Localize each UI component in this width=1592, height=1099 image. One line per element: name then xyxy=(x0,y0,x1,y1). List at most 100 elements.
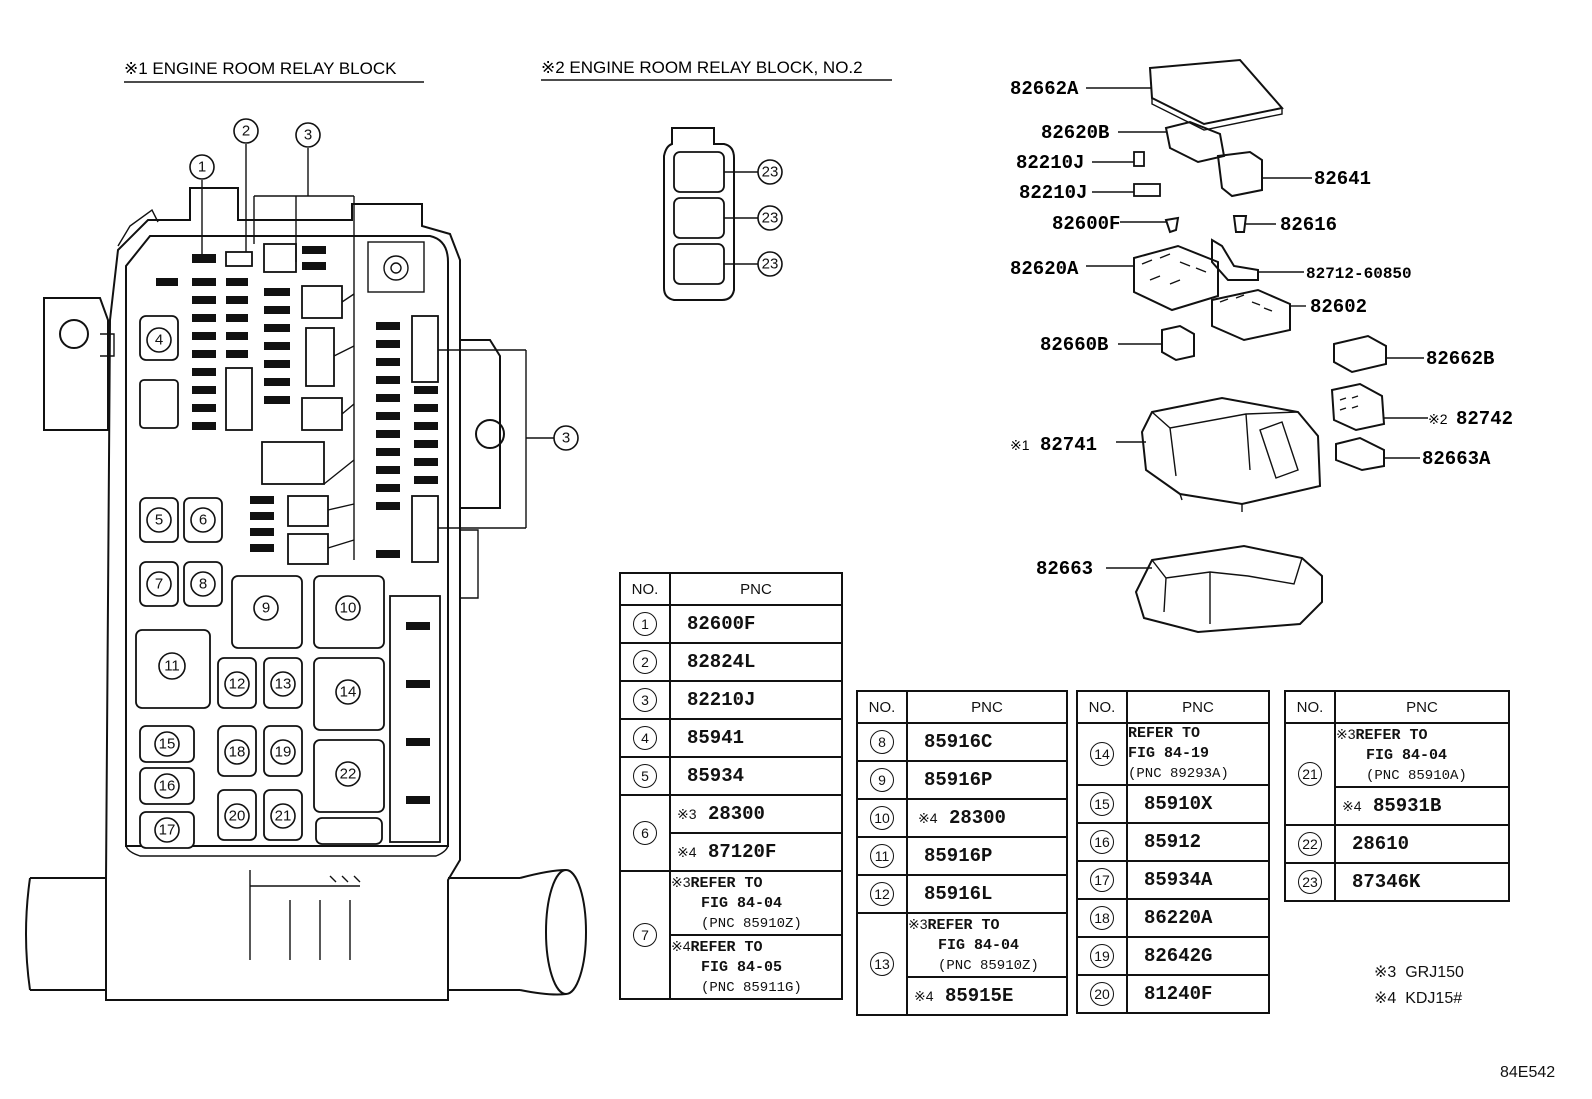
svg-text:8: 8 xyxy=(199,576,207,593)
svg-text:2: 2 xyxy=(242,123,250,140)
callout-14: 14 xyxy=(335,679,361,705)
table-row: 10※4 28300 xyxy=(856,798,1068,838)
callout-8: 8 xyxy=(190,571,216,597)
part-82663A: 82663A xyxy=(1422,448,1491,470)
callout-6: 6 xyxy=(190,507,216,533)
svg-text:3: 3 xyxy=(562,430,570,447)
part-82662A: 82662A xyxy=(1010,78,1079,100)
part-82663: 82663 xyxy=(1036,558,1093,580)
callout-17: 17 xyxy=(154,817,180,843)
part-82641: 82641 xyxy=(1314,168,1371,190)
svg-text:5: 5 xyxy=(155,512,163,529)
part-82602: 82602 xyxy=(1310,296,1367,318)
part-82620B: 82620B xyxy=(1041,122,1109,144)
col-no: NO. xyxy=(619,572,671,606)
callout-3-top: 3 xyxy=(295,122,321,148)
svg-text:16: 16 xyxy=(159,778,176,795)
callout-9: 9 xyxy=(253,595,279,621)
part-82660B: 82660B xyxy=(1040,334,1108,356)
block1-header: ※1 ENGINE ROOM RELAY BLOCK xyxy=(124,59,397,78)
svg-text:23: 23 xyxy=(762,256,779,273)
table-row: ※4 85931B xyxy=(1285,786,1510,826)
col-pnc: PNC xyxy=(669,572,843,606)
block2-header: ※2 ENGINE ROOM RELAY BLOCK, NO.2 xyxy=(541,58,863,77)
part-labels: 82662A 82620B 82210J 82210J 82641 82600F… xyxy=(1010,78,1513,580)
callout-4: 4 xyxy=(146,327,172,353)
svg-text:23: 23 xyxy=(762,164,779,181)
callout-13: 13 xyxy=(270,671,296,697)
part-82712-60850: 82712-60850 xyxy=(1306,265,1412,283)
part-82742: 82742 xyxy=(1456,408,1513,430)
callout-7: 7 xyxy=(146,571,172,597)
table-row: 6※3 28300 xyxy=(619,794,843,872)
svg-text:21: 21 xyxy=(275,808,292,825)
callout-19: 19 xyxy=(270,739,296,765)
callout-12: 12 xyxy=(224,671,250,697)
callout-5: 5 xyxy=(146,507,172,533)
svg-text:11: 11 xyxy=(164,658,180,675)
svg-text:23: 23 xyxy=(762,210,779,227)
svg-text:13: 13 xyxy=(275,676,292,693)
svg-text:1: 1 xyxy=(198,159,206,176)
callout-11: 11 xyxy=(158,652,186,680)
svg-text:3: 3 xyxy=(304,127,312,144)
svg-text:10: 10 xyxy=(340,600,357,617)
svg-text:15: 15 xyxy=(159,736,176,753)
svg-text:4: 4 xyxy=(155,332,163,349)
table-row: ※4 85915E xyxy=(857,976,1068,1016)
part-82620A: 82620A xyxy=(1010,258,1079,280)
callout-1: 1 xyxy=(189,154,215,180)
part-82210J-b: 82210J xyxy=(1019,182,1087,204)
callout-23a: 23 xyxy=(757,159,783,185)
callout-circles: 1 2 3 3 4 5 6 7 8 9 10 11 12 13 14 15 16… xyxy=(146,118,783,843)
callout-15: 15 xyxy=(154,731,180,757)
part-82616: 82616 xyxy=(1280,214,1337,236)
svg-text:22: 22 xyxy=(340,766,357,783)
exploded-parts-drawing xyxy=(1086,58,1428,634)
svg-text:19: 19 xyxy=(275,744,292,761)
svg-text:7: 7 xyxy=(155,576,163,593)
part-82662B: 82662B xyxy=(1426,348,1494,370)
note-grj150: ※3 GRJ150 xyxy=(1374,964,1464,981)
part-82742-mark: ※2 xyxy=(1428,411,1448,427)
part-82741-mark: ※1 xyxy=(1010,437,1030,453)
svg-text:9: 9 xyxy=(262,600,270,617)
svg-text:18: 18 xyxy=(229,744,246,761)
part-82741: 82741 xyxy=(1040,434,1097,456)
callout-23b: 23 xyxy=(757,205,783,231)
callout-18: 18 xyxy=(224,739,250,765)
callout-10: 10 xyxy=(335,595,361,621)
callout-2: 2 xyxy=(233,118,259,144)
callout-3-right: 3 xyxy=(553,425,579,451)
callout-21: 21 xyxy=(270,803,296,829)
part-82600F: 82600F xyxy=(1052,213,1120,235)
note-kdj15: ※4 KDJ15# xyxy=(1374,990,1463,1007)
engine-room-relay-block-no2-drawing xyxy=(663,127,758,301)
svg-text:20: 20 xyxy=(229,808,246,825)
callout-22: 22 xyxy=(335,761,361,787)
engine-room-relay-block-drawing xyxy=(25,144,587,1001)
svg-text:12: 12 xyxy=(229,676,246,693)
callout-20: 20 xyxy=(224,803,250,829)
